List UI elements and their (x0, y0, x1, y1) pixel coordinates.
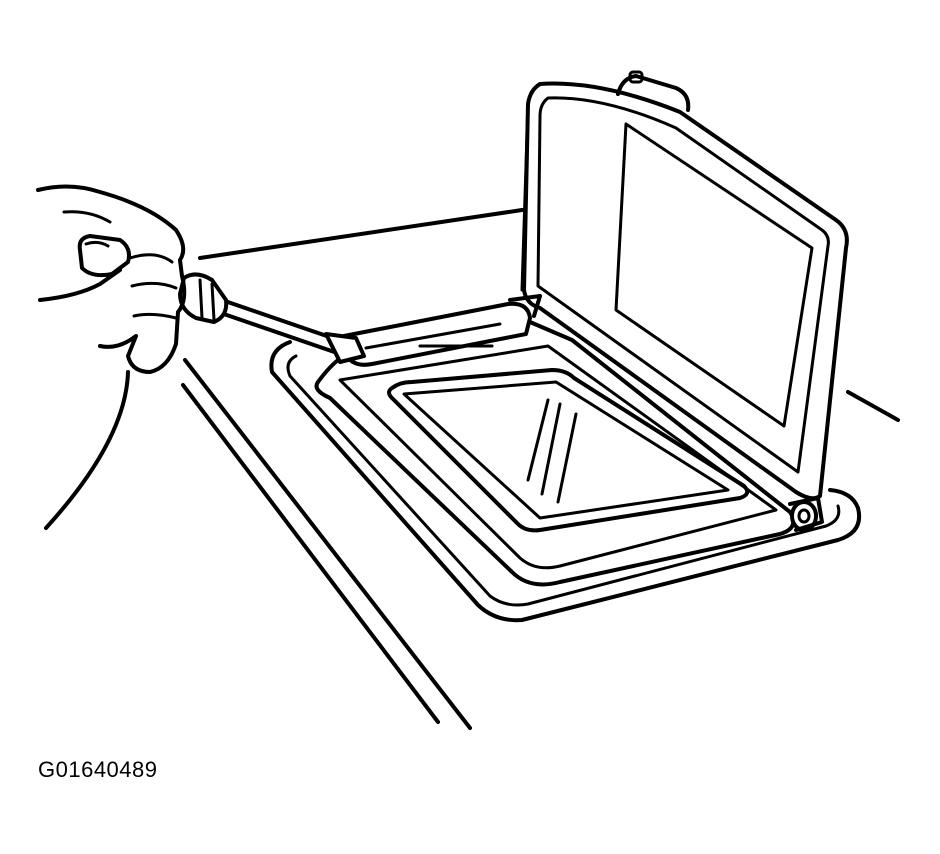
cover-inner-rim (536, 96, 830, 474)
hinge (788, 496, 824, 532)
cover-edge-shadow (520, 102, 530, 292)
headliner-front-edge-outer (183, 358, 472, 730)
bezel-inner-rim (286, 354, 841, 607)
mirror-reflection-3 (556, 412, 578, 504)
knuckle-line (62, 210, 112, 224)
cover-panel (614, 122, 814, 428)
mirror-cover-open (508, 70, 849, 501)
bezel-outer (269, 340, 861, 623)
screwdriver-shaft-bottom (216, 310, 348, 358)
screwdriver-ferrule-ring (198, 278, 204, 320)
thumb (77, 234, 131, 278)
bezel-recess-inner (338, 344, 778, 570)
headliner-surface (181, 208, 900, 730)
cover-lower-lip (508, 294, 542, 318)
hand-wrist (44, 370, 130, 530)
hinge-pin-center (797, 508, 811, 524)
headliner-back-edge (198, 208, 524, 260)
mirror-glass-surface (402, 380, 730, 520)
hinge-bracket (788, 496, 824, 532)
technician-hand (36, 184, 187, 530)
mirror-reflection-2 (540, 402, 562, 496)
mirror-reflection-1 (526, 398, 550, 482)
cover-clip-stud (628, 70, 644, 84)
screwdriver-tip (324, 332, 366, 364)
hand-lower-edge (38, 268, 122, 302)
screwdriver-ferrule-ring-2 (210, 282, 216, 322)
latch-slot (364, 322, 502, 350)
mirror-glass-frame (387, 368, 750, 533)
hand-outline (36, 184, 187, 374)
thumb-nail (84, 240, 110, 248)
finger-3 (132, 312, 178, 320)
headliner-right-edge (846, 390, 900, 422)
finger-2 (130, 281, 178, 290)
cover-clip-tab (616, 74, 691, 112)
headliner-front-edge-inner (181, 383, 440, 724)
latch-clip (342, 301, 532, 367)
finger-1 (128, 253, 174, 264)
figure-id-label: G01640489 (38, 757, 158, 782)
vanity-mirror (387, 368, 750, 533)
screwdriver (178, 272, 366, 364)
